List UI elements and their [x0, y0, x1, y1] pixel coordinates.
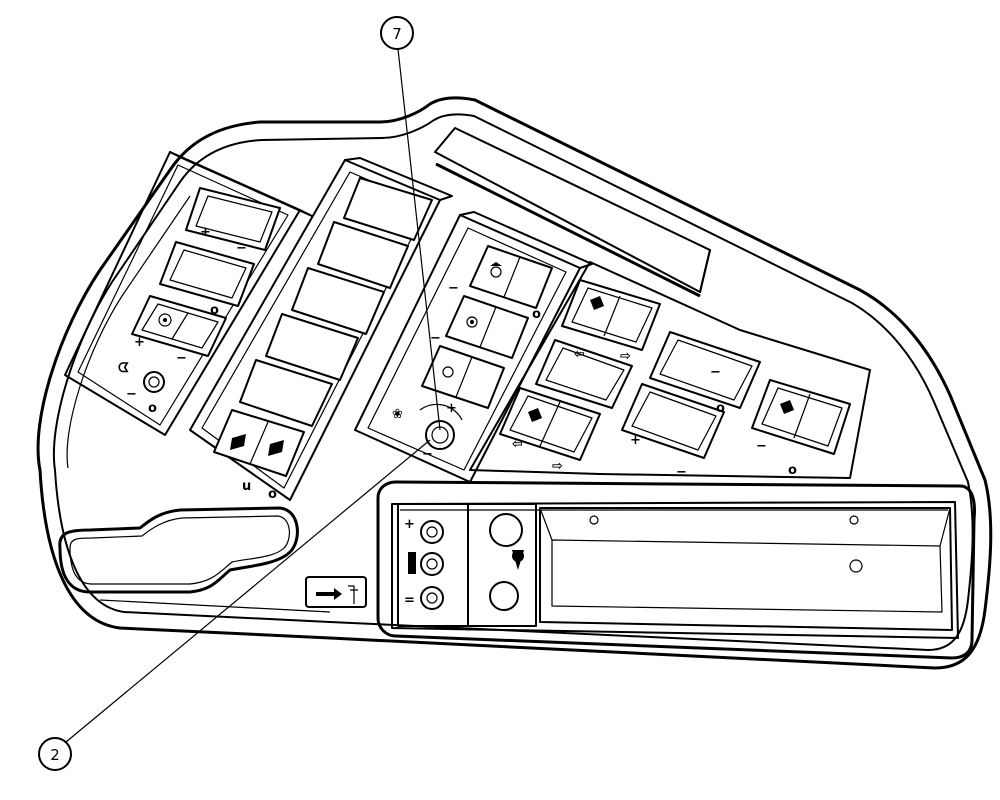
upper-ledge	[434, 127, 711, 298]
svg-text:−: −	[448, 281, 459, 296]
power-outlet-icon[interactable]	[489, 513, 523, 547]
socket-upper[interactable]	[420, 520, 444, 544]
middle-rocker-5[interactable]	[239, 359, 333, 427]
valve-1-icon	[490, 262, 502, 278]
console-housing	[36, 96, 993, 670]
middle-rocker-4[interactable]	[265, 313, 359, 381]
svg-text:o: o	[716, 401, 725, 416]
grid-switch-top[interactable]	[561, 279, 661, 351]
socket-strip: + =	[404, 517, 444, 610]
svg-text:=: =	[404, 593, 415, 608]
hydraulic-top-icon	[590, 296, 604, 310]
svg-text:2: 2	[50, 746, 60, 764]
svg-text:❀: ❀	[392, 407, 403, 422]
callout-7: 7	[380, 16, 441, 431]
svg-text:7: 7	[392, 25, 402, 43]
svg-text:+: +	[404, 517, 415, 532]
grid-switch-mid-right[interactable]	[649, 331, 761, 409]
hand-grip-recess	[58, 506, 299, 594]
right-rocker-1[interactable]	[469, 245, 553, 309]
svg-text:⇦: ⇦	[512, 437, 523, 452]
valve-2-icon	[466, 316, 478, 328]
svg-text:−: −	[710, 365, 721, 380]
left-rocker-2[interactable]	[159, 241, 255, 307]
svg-text:+: +	[630, 433, 641, 448]
svg-text:o: o	[268, 487, 277, 502]
arrow-fuel-icon	[316, 585, 358, 604]
flow-control-knob-icon[interactable]	[419, 403, 463, 450]
middle-rocker-2[interactable]	[317, 221, 409, 289]
grid-switch-bottom-mid[interactable]	[621, 383, 725, 459]
svg-text:o: o	[148, 401, 157, 416]
left-rocker-3[interactable]	[131, 295, 227, 357]
right-rocker-2[interactable]	[445, 295, 529, 359]
svg-text:−: −	[126, 387, 137, 402]
svg-text:−: −	[430, 331, 441, 346]
svg-text:+: +	[134, 335, 145, 350]
middle-rocker-3[interactable]	[291, 267, 385, 335]
right-rocker-3[interactable]	[421, 345, 505, 409]
svg-text:+: +	[200, 225, 211, 240]
svg-text:−: −	[176, 351, 187, 366]
grid-switch-mid-left[interactable]	[535, 339, 633, 409]
svg-text:−: −	[236, 241, 247, 256]
left-rocker-1[interactable]	[185, 187, 281, 251]
svg-text:−: −	[756, 439, 767, 454]
svg-text:u: u	[242, 479, 251, 494]
svg-text:+: +	[446, 401, 457, 416]
svg-text:−: −	[422, 447, 433, 462]
left-panel: ᗧ + − + − − o o	[64, 151, 313, 436]
svg-text:⇨: ⇨	[552, 459, 563, 474]
callout-2: 2	[38, 439, 431, 771]
label-plate	[305, 576, 367, 608]
svg-text:⇨: ⇨	[620, 349, 631, 364]
svg-text:ᗧ: ᗧ	[118, 361, 129, 376]
hydraulic-bottom-icon	[528, 408, 542, 422]
socket-middle[interactable]	[420, 552, 444, 576]
svg-text:o: o	[210, 303, 219, 318]
switch-grid: ⇦ ⇨ ⇦ ⇨ + − − o − o	[469, 261, 871, 480]
front-loader-icon	[230, 434, 284, 456]
svg-text:⇦: ⇦	[574, 347, 585, 362]
svg-text:o: o	[788, 463, 797, 478]
rotary-knob-icon[interactable]	[143, 371, 165, 393]
svg-text:o: o	[532, 307, 541, 322]
valve-3-icon	[442, 366, 454, 378]
middle-panel: u o	[189, 157, 453, 502]
right-panel: ❀ + − − − o	[354, 211, 593, 483]
bottom-tray: + =	[376, 480, 976, 660]
svg-text:−: −	[676, 465, 687, 480]
hitch-control-icon	[158, 313, 172, 327]
round-button[interactable]	[489, 581, 519, 611]
warning-icon	[512, 550, 524, 570]
hydraulic-right-icon	[780, 400, 794, 414]
middle-rocker-1[interactable]	[343, 177, 433, 241]
socket-lower[interactable]	[420, 586, 444, 610]
